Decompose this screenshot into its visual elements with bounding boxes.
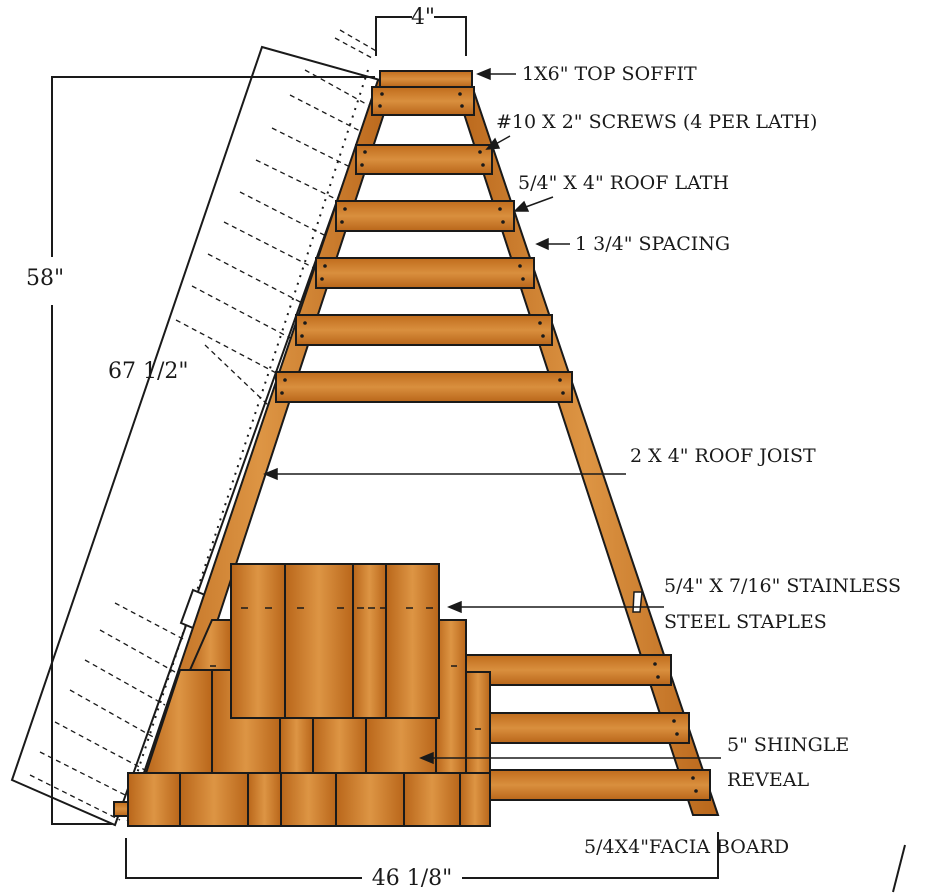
shingle [127,772,181,827]
shingle [385,563,440,719]
roof-lath [465,712,690,744]
roof-lath [465,769,711,801]
roof-lath [465,654,672,686]
shingle [280,772,337,827]
spacing-label: 1 3/4" SPACING [575,233,730,255]
shingle [465,671,491,774]
shingle [230,563,286,719]
cut-line [892,844,906,893]
height-label: 58" [26,266,64,291]
roof-laths [275,86,711,801]
roof-joist-label: 2 X 4" ROOF JOIST [630,445,816,467]
leader-arrows [263,67,721,765]
joist-notch [632,591,643,613]
facia-board-label: 5/4X4"FACIA BOARD [584,836,789,858]
shingle [284,563,354,719]
roof-lath [335,200,515,232]
top-width-label: 4" [411,5,435,30]
screw-dots [280,92,698,793]
height-bracket [51,76,375,257]
staples-label-line2: STEEL STAPLES [664,611,827,633]
roof-lath-label: 5/4" X 4" ROOF LATH [518,172,729,194]
roof-lath [295,314,553,346]
shingle [352,563,387,719]
staples-label-line1: 5/4" X 7/16" STAINLESS [664,575,901,597]
screws-label: #10 X 2" SCREWS (4 PER LATH) [496,111,817,133]
top-soffit-label: 1X6" TOP SOFFIT [522,63,697,85]
roof-lath [371,86,475,116]
shingle [403,772,461,827]
roof-lath [315,257,535,289]
dimension-lines [51,16,906,893]
staple-dot-line [124,69,369,811]
shingle [279,717,314,774]
annotations: 4" 58" 67 1/2" 46 1/8" 1X6" TOP SOFFIT #… [26,5,901,891]
shingle [179,772,249,827]
reveal-label-line2: REVEAL [727,769,809,791]
shingle [459,772,491,827]
slope-outline [10,45,382,827]
shingle [247,772,282,827]
shingle [435,619,467,774]
top-width-bracket [375,16,412,56]
shingle [312,717,367,774]
reveal-label-line1: 5" SHINGLE [727,734,849,756]
base-width-bracket [125,838,362,879]
base-width-bracket [462,832,719,879]
slope-length-label: 67 1/2" [108,359,189,384]
staple-marks [210,607,481,730]
roof-lath [275,371,573,403]
shingle [144,669,213,774]
top-width-bracket [434,16,467,56]
roof-lath [355,144,493,175]
base-width-label: 46 1/8" [372,866,453,891]
shingle [365,717,437,774]
shingle [335,772,405,827]
height-bracket [51,305,112,825]
shingles [113,563,491,827]
top-soffit [379,70,473,88]
